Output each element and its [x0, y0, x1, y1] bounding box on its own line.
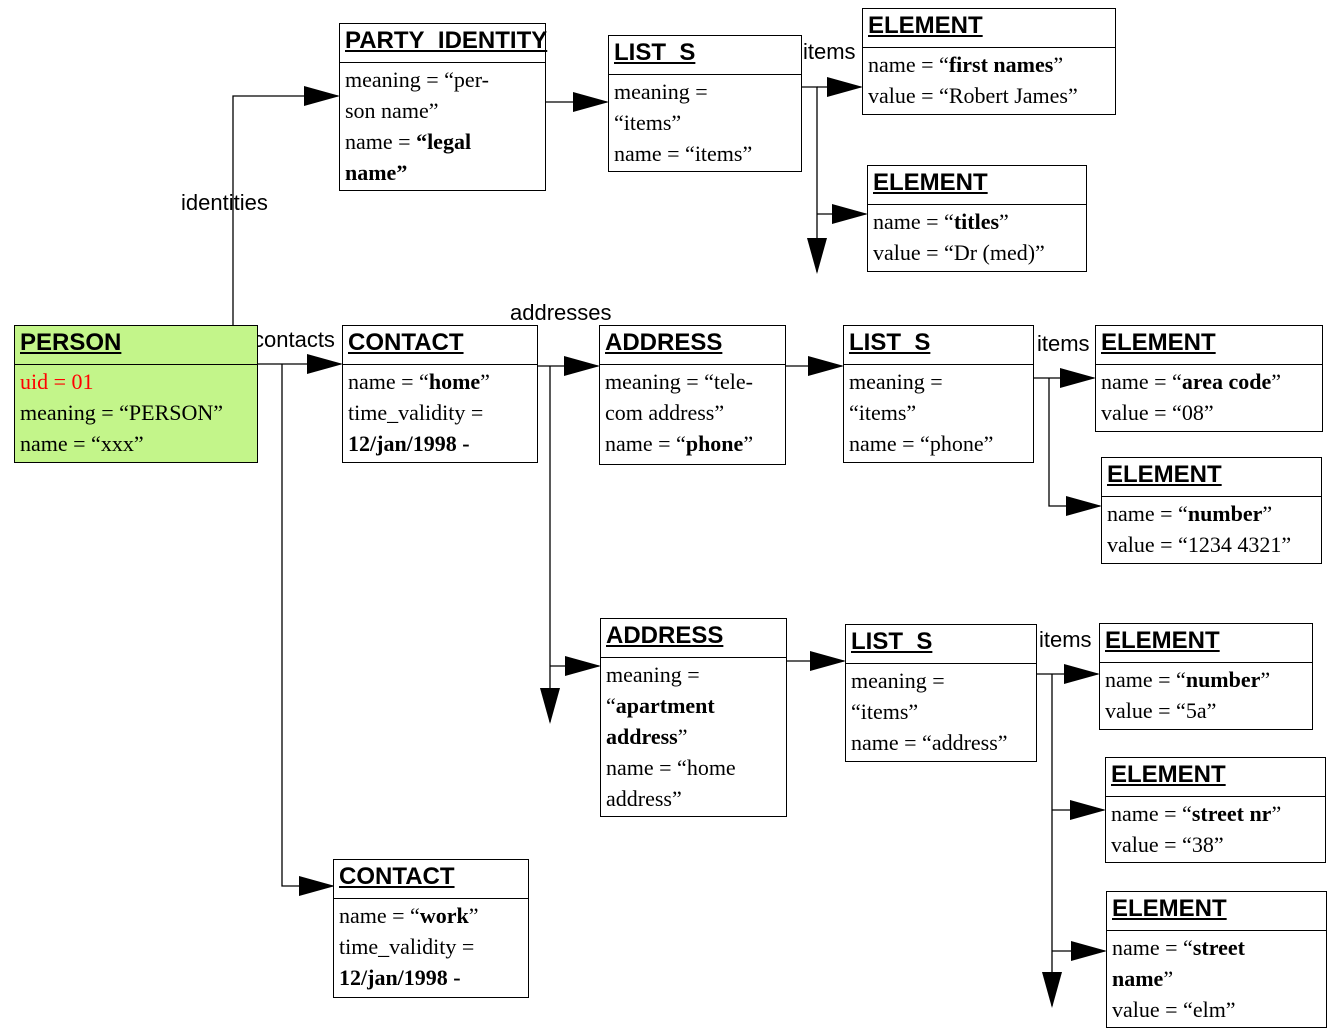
- contact-work-name: name = “work”: [339, 903, 479, 928]
- person-meaning: meaning = “PERSON”: [20, 400, 224, 425]
- element-titles-name: name = “titles”: [873, 209, 1009, 234]
- party-identity-box: PARTY_IDENTITY meaning = “per- son name”…: [339, 23, 547, 191]
- list-identity-box: LIST_S meaning = “items” name = “items”: [608, 35, 802, 172]
- element-phone-number-value: value = “1234 4321”: [1107, 532, 1292, 557]
- contact-home-time-validity-label: time_validity =: [348, 400, 484, 425]
- element-street-name-value: value = “elm”: [1112, 997, 1236, 1022]
- contact-home-name: name = “home”: [348, 369, 490, 394]
- element-street-name-title: ELEMENT: [1107, 892, 1326, 931]
- element-address-number-name: name = “number”: [1105, 667, 1271, 692]
- address-home-name-line2: address”: [606, 786, 682, 811]
- contact-work-time-validity-label: time_validity =: [339, 934, 475, 959]
- element-phone-number-name: name = “number”: [1107, 501, 1273, 526]
- items-label-phone: items: [1037, 331, 1090, 356]
- element-first-names-title: ELEMENT: [863, 9, 1115, 48]
- list-items-trunk: [801, 86, 827, 274]
- list-address-meaning-line2: “items”: [851, 699, 919, 724]
- element-area-code-title: ELEMENT: [1096, 326, 1322, 365]
- element-first-names-box: ELEMENT name = “first names” value = “Ro…: [862, 8, 1116, 115]
- list-phone-title: LIST_S: [844, 326, 1033, 365]
- address-home-meaning-line1: meaning =: [606, 662, 700, 687]
- party-identity-name-line1: name = “legal: [345, 129, 472, 154]
- list-identity-meaning-line2: “items”: [614, 110, 682, 135]
- person-box: PERSON uid = 01 meaning = “PERSON” name …: [14, 325, 258, 463]
- party-identity-meaning-line2: son name”: [345, 98, 439, 123]
- element-area-code-name: name = “area code”: [1101, 369, 1281, 394]
- element-titles-value: value = “Dr (med)”: [873, 240, 1045, 265]
- contacts-label: contacts: [253, 327, 335, 352]
- list-phone-meaning-line1: meaning =: [849, 369, 943, 394]
- list-identity-meaning-line1: meaning =: [614, 79, 708, 104]
- address-phone-title: ADDRESS: [600, 326, 785, 365]
- items-label-address: items: [1039, 627, 1092, 652]
- element-address-number-box: ELEMENT name = “number” value = “5a”: [1099, 623, 1313, 730]
- element-area-code-box: ELEMENT name = “area code” value = “08”: [1095, 325, 1323, 432]
- element-first-names-value: value = “Robert James”: [868, 83, 1078, 108]
- identities-connector: [232, 86, 340, 325]
- addresses-label: addresses: [510, 300, 612, 325]
- element-street-name-box: ELEMENT name = “street name” value = “el…: [1106, 891, 1327, 1028]
- address-phone-name: name = “phone”: [605, 431, 754, 456]
- element-titles-box: ELEMENT name = “titles” value = “Dr (med…: [867, 165, 1087, 272]
- element-address-number-title: ELEMENT: [1100, 624, 1312, 663]
- address-phone-meaning-line1: meaning = “tele-: [605, 369, 754, 394]
- person-name: name = “xxx”: [20, 431, 144, 456]
- list-address-box: LIST_S meaning = “items” name = “address…: [845, 624, 1037, 762]
- element-first-names-name: name = “first names”: [868, 52, 1064, 77]
- contact-home-time-validity-value: 12/jan/1998 -: [348, 431, 470, 456]
- element-street-nr-title: ELEMENT: [1106, 758, 1325, 797]
- list-phone-meaning-line2: “items”: [849, 400, 917, 425]
- element-phone-number-box: ELEMENT name = “number” value = “1234 43…: [1101, 457, 1322, 564]
- address-phone-meaning-line2: com address”: [605, 400, 725, 425]
- contact-work-box: CONTACT name = “work” time_validity = 12…: [333, 859, 529, 998]
- element-phone-number-title: ELEMENT: [1102, 458, 1321, 497]
- phone-items-trunk: [1048, 378, 1102, 516]
- party-identity-title: PARTY_IDENTITY: [340, 24, 547, 63]
- list-address-name: name = “address”: [851, 730, 1008, 755]
- address-home-name-line1: name = “home: [606, 755, 736, 780]
- party-identity-meaning-line1: meaning = “per-: [345, 67, 489, 92]
- element-area-code-value: value = “08”: [1101, 400, 1214, 425]
- address-phone-box: ADDRESS meaning = “tele- com address” na…: [599, 325, 786, 465]
- list-identity-name: name = “items”: [614, 141, 753, 166]
- list-identity-title: LIST_S: [609, 36, 801, 75]
- identities-label: identities: [181, 190, 268, 215]
- contact-work-time-validity-value: 12/jan/1998 -: [339, 965, 461, 990]
- list-address-meaning-line1: meaning =: [851, 668, 945, 693]
- element-street-name-name-line2: name”: [1112, 966, 1174, 991]
- element-street-name-name-line1: name = “street: [1112, 935, 1245, 960]
- contact-home-box: CONTACT name = “home” time_validity = 12…: [342, 325, 538, 463]
- items-label-identity: items: [803, 39, 856, 64]
- element-titles-title: ELEMENT: [868, 166, 1086, 205]
- address-home-meaning-line3: address”: [606, 724, 688, 749]
- element-street-nr-box: ELEMENT name = “street nr” value = “38”: [1105, 757, 1326, 863]
- party-identity-name-line2: name”: [345, 160, 408, 185]
- address-home-meaning-line2: “apartment: [606, 693, 715, 718]
- list-address-title: LIST_S: [846, 625, 1036, 664]
- element-street-nr-value: value = “38”: [1111, 832, 1224, 857]
- contact-work-title: CONTACT: [334, 860, 528, 899]
- element-address-number-value: value = “5a”: [1105, 698, 1217, 723]
- list-phone-box: LIST_S meaning = “items” name = “phone”: [843, 325, 1034, 463]
- contacts-trunk: [281, 364, 335, 896]
- person-title: PERSON: [15, 326, 257, 365]
- address-home-title: ADDRESS: [601, 619, 786, 658]
- list-phone-name: name = “phone”: [849, 431, 994, 456]
- element-street-nr-name: name = “street nr”: [1111, 801, 1282, 826]
- person-uid: uid = 01: [20, 369, 94, 394]
- address-home-box: ADDRESS meaning = “apartment address” na…: [600, 618, 787, 817]
- contact-home-title: CONTACT: [343, 326, 537, 365]
